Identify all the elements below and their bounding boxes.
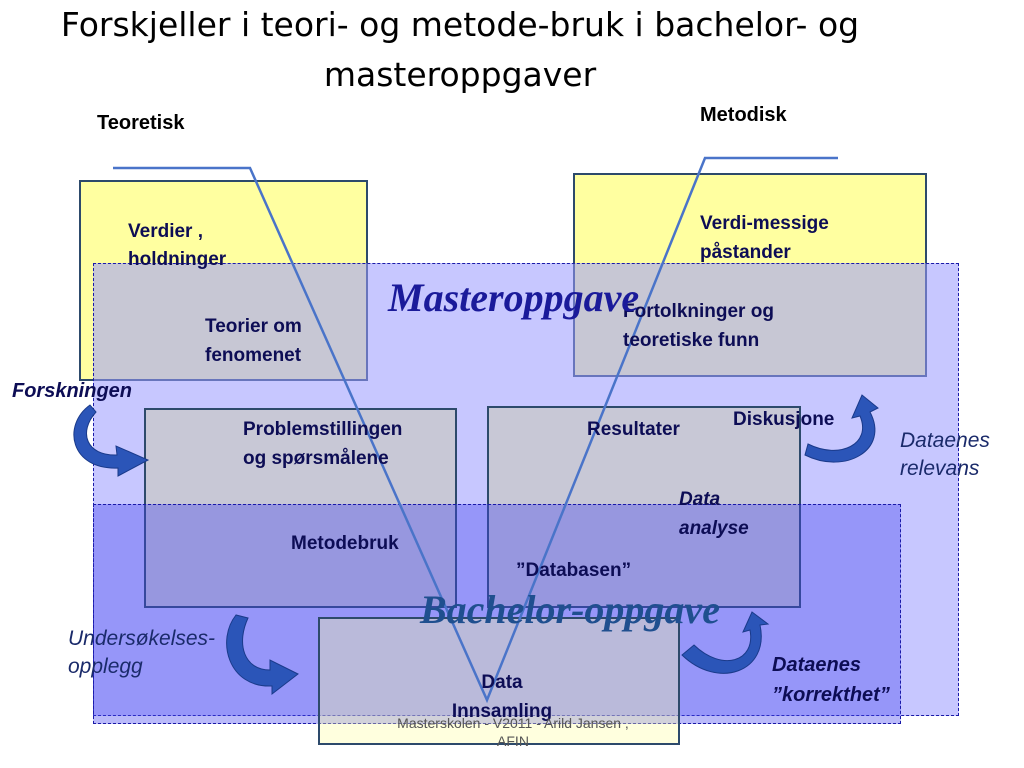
text-diskusjone: Diskusjone <box>733 409 835 430</box>
header-metodisk: Metodisk <box>700 104 787 126</box>
label-forskningen: Forskningen <box>12 380 133 402</box>
v-line <box>113 156 838 704</box>
label-bachelor: Bachelor-oppgave <box>420 587 720 632</box>
slide-footer: Masterskolen - V2011 - Arild Jansen , AF… <box>397 715 629 749</box>
text-verdier: Verdier , holdninger <box>128 221 227 270</box>
region-bachelor <box>93 504 901 724</box>
text-fortolkninger: Fortolkninger og teoretiske funn <box>623 301 774 351</box>
label-dataenes-relevans: Dataenes relevans <box>900 429 990 480</box>
text-metodebruk: Metodebruk <box>291 533 399 554</box>
text-data-innsamling: Data Innsamling <box>451 672 553 722</box>
arrow-dataenes-relevans <box>804 394 879 463</box>
label-masteroppgave: Masteroppgave <box>388 275 640 320</box>
text-data-analyse: Data analyse <box>679 489 749 539</box>
text-teorier: Teorier om fenomenet <box>205 316 302 366</box>
text-problemstillingen: Problemstillingen og spørsmålene <box>243 419 403 469</box>
text-databasen: ”Databasen” <box>516 560 632 581</box>
header-teoretisk: Teoretisk <box>97 112 185 134</box>
title-line-1: Forskjeller i teori- og metode-bruk i ba… <box>60 5 860 44</box>
box-data-innsamling <box>318 617 680 745</box>
box-problemstillingen <box>144 408 457 608</box>
arrow-dataenes-korrekthet <box>681 611 770 674</box>
title-line-2: masteroppgaver <box>323 55 597 94</box>
text-verdi-messige: Verdi-messige påstander <box>700 213 829 263</box>
arrow-forskningen <box>73 404 150 477</box>
label-undersokelses: Undersøkelses- opplegg <box>68 627 216 678</box>
slide-title: Forskjeller i teori- og metode-bruk i ba… <box>0 0 920 100</box>
label-dataenes-korrekthet: Dataenes ”korrekthet” <box>772 654 890 706</box>
box-resultater <box>487 406 801 608</box>
arrow-undersokelses <box>226 614 299 696</box>
text-resultater: Resultater <box>587 419 680 440</box>
